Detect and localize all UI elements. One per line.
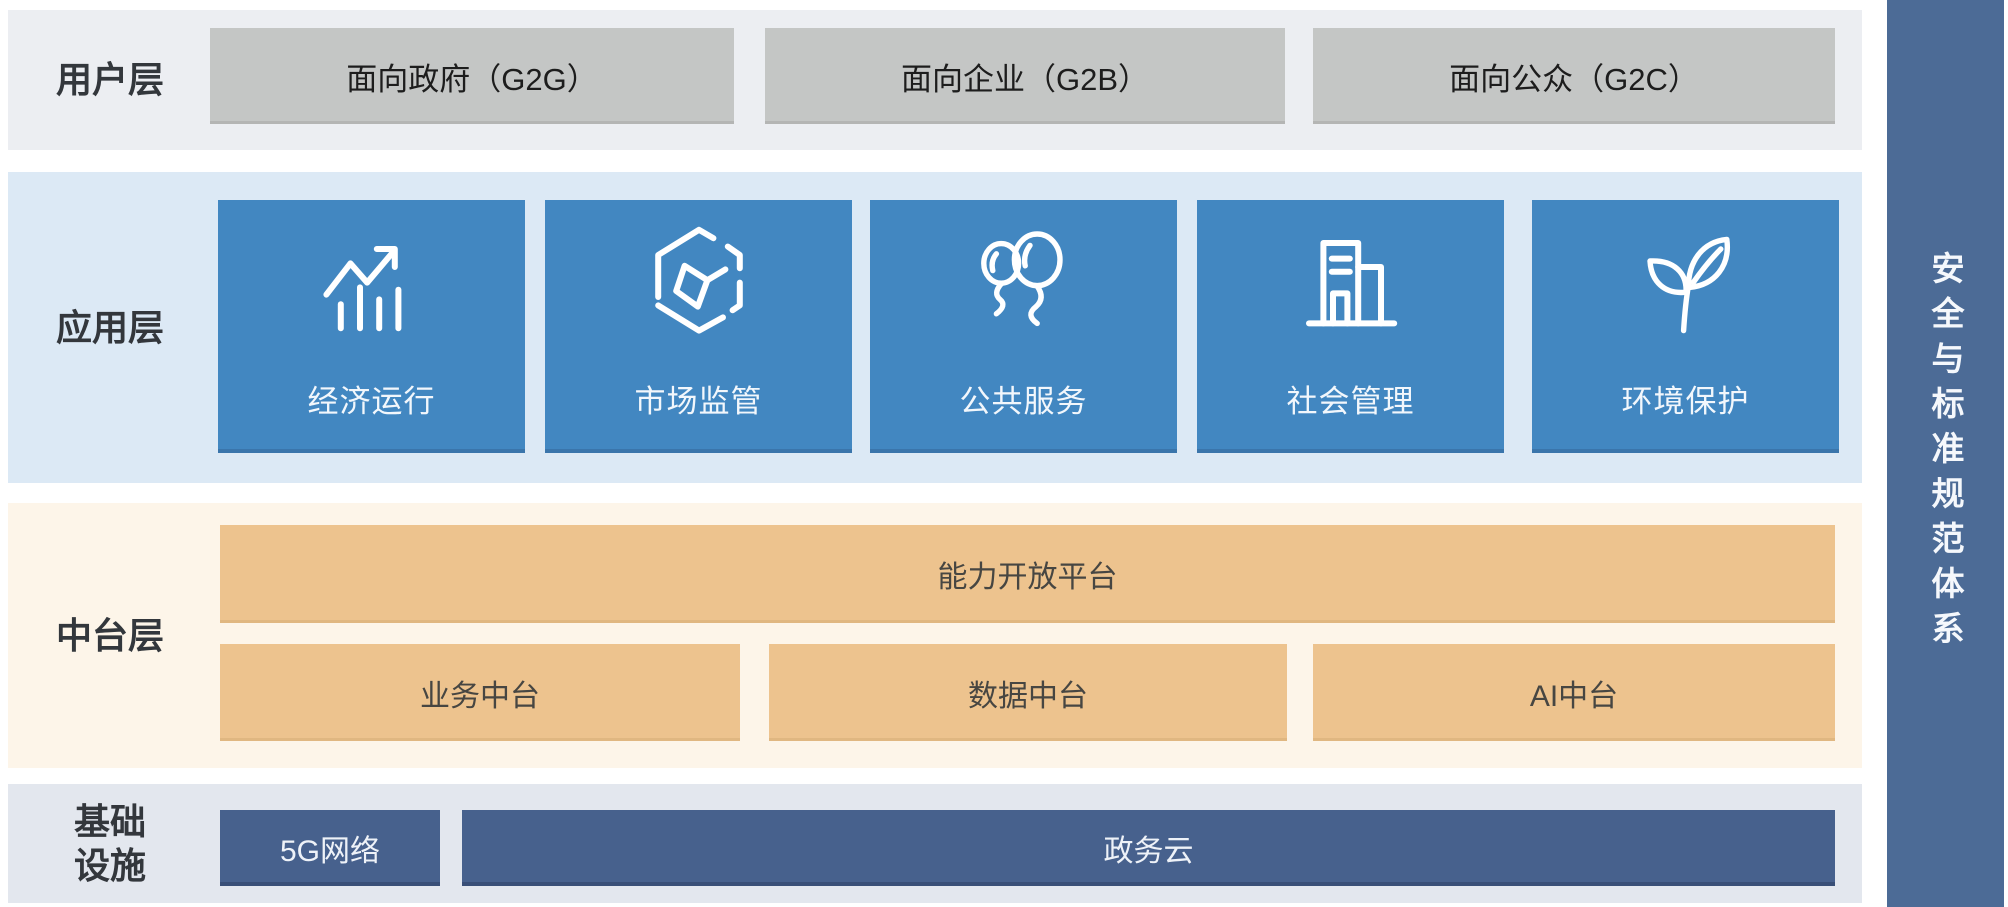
buildings-icon xyxy=(1291,220,1411,350)
middle-platform-layer-band: 中台层 能力开放平台 业务中台 数据中台 AI中台 xyxy=(8,503,1862,768)
app-card-public-service: 公共服务 xyxy=(870,200,1177,453)
app-card-economic-operation: 经济运行 xyxy=(218,200,525,453)
infrastructure-layer-band: 基础 设施 5G网络 政务云 xyxy=(8,784,1862,903)
app-card-environment-protection: 环境保护 xyxy=(1532,200,1839,453)
balloons-icon xyxy=(964,220,1084,350)
app-card-label: 公共服务 xyxy=(959,384,1088,419)
capability-open-platform-box: 能力开放平台 xyxy=(220,525,1835,623)
business-middle-platform-box: 业务中台 xyxy=(220,644,740,741)
user-box-g2g: 面向政府（G2G） xyxy=(210,28,734,124)
app-card-market-regulation: 市场监管 xyxy=(545,200,852,453)
app-card-label: 环境保护 xyxy=(1621,384,1750,419)
user-layer-band: 用户层 面向政府（G2G） 面向企业（G2B） 面向公众（G2C） xyxy=(8,10,1862,150)
user-box-g2b: 面向企业（G2B） xyxy=(765,28,1285,124)
middle-platform-layer-label: 中台层 xyxy=(55,614,164,656)
app-card-social-management: 社会管理 xyxy=(1197,200,1504,453)
trend-chart-icon xyxy=(312,220,432,350)
application-layer-label: 应用层 xyxy=(55,306,164,348)
app-card-label: 市场监管 xyxy=(634,384,763,419)
security-standards-sidebar-label: 安全与标准规范体系 xyxy=(1927,251,1964,656)
app-card-label: 社会管理 xyxy=(1286,384,1415,419)
ai-middle-platform-box: AI中台 xyxy=(1313,644,1835,741)
security-standards-sidebar: 安全与标准规范体系 xyxy=(1887,0,2004,907)
infrastructure-layer-label: 基础 设施 xyxy=(73,801,146,886)
app-card-label: 经济运行 xyxy=(307,384,436,419)
user-layer-label: 用户层 xyxy=(55,59,164,101)
application-layer-band: 应用层 经济运行 xyxy=(8,172,1862,483)
5g-network-box: 5G网络 xyxy=(220,810,440,886)
data-middle-platform-box: 数据中台 xyxy=(769,644,1287,741)
government-cloud-box: 政务云 xyxy=(462,810,1835,886)
hexagon-cube-icon xyxy=(639,220,759,350)
user-box-g2c: 面向公众（G2C） xyxy=(1313,28,1835,124)
leaf-icon xyxy=(1626,220,1746,350)
